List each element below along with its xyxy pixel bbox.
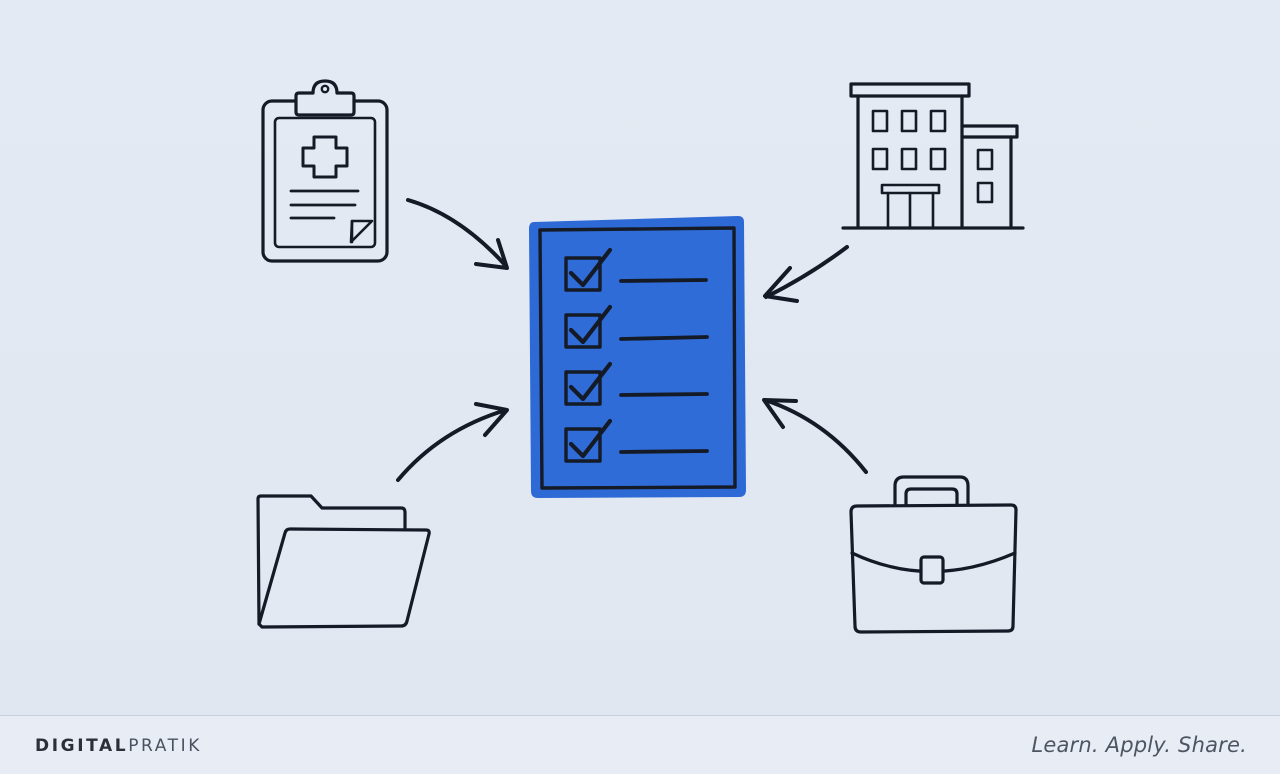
medical-clipboard-icon: [261, 79, 389, 263]
diagram-canvas: [0, 0, 1280, 715]
checklist-item-4: [564, 418, 709, 463]
arrow-from-building: [763, 245, 849, 303]
checklist-item-1: [564, 247, 708, 292]
office-building-icon: [841, 82, 1025, 230]
folder-icon: [256, 494, 431, 629]
checklist-item-2: [564, 304, 709, 349]
checklist-document-icon: [529, 216, 746, 498]
footer-bar: DIGITALPRATIK Learn. Apply. Share.: [0, 715, 1280, 774]
brand-logo: DIGITALPRATIK: [35, 735, 202, 757]
briefcase-icon: [849, 475, 1018, 634]
tagline: Learn. Apply. Share.: [1031, 733, 1247, 757]
brand-name-light: PRATIK: [128, 736, 203, 756]
arrow-from-folder: [396, 402, 509, 482]
checklist-item-3: [564, 361, 709, 406]
arrow-from-briefcase: [762, 398, 868, 474]
arrow-from-clipboard: [406, 198, 509, 270]
brand-name-strong: DIGITAL: [35, 736, 129, 756]
